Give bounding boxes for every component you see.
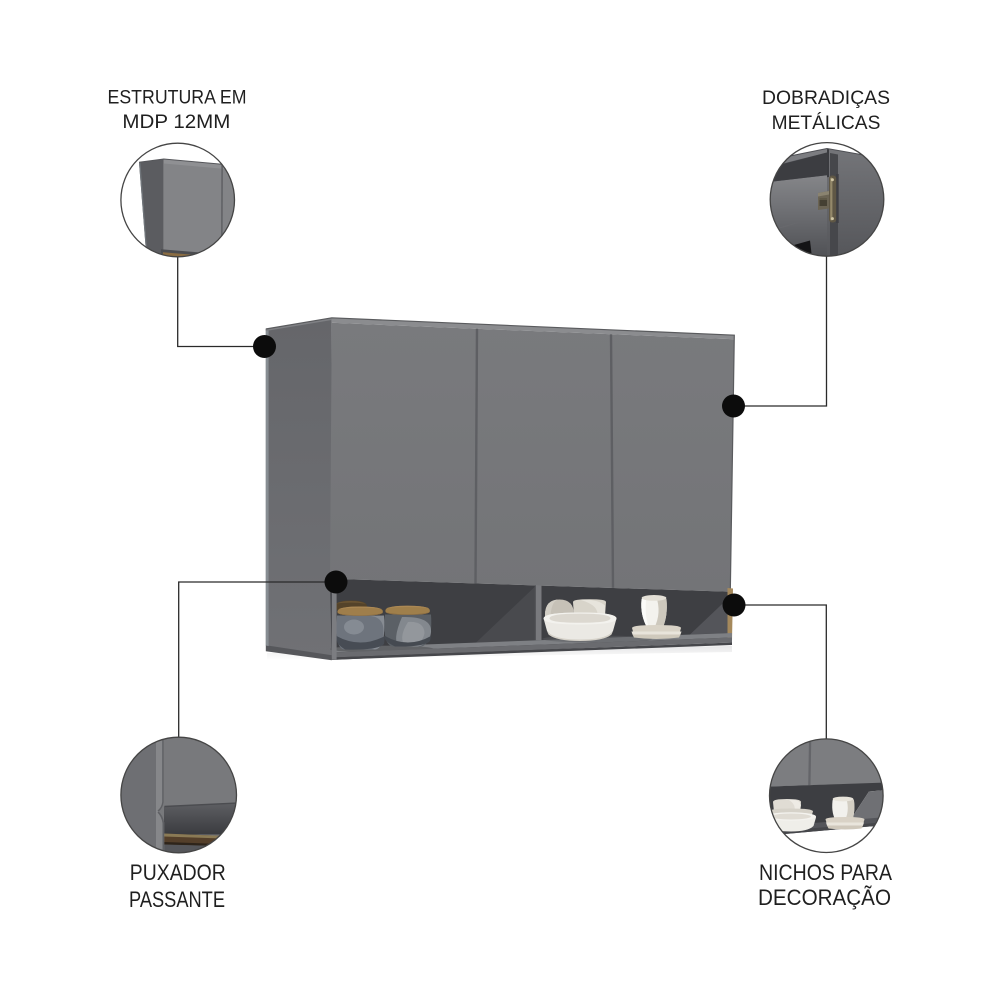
svg-text:METÁLICAS: METÁLICAS <box>772 111 881 134</box>
svg-text:NICHOS PARA: NICHOS PARA <box>759 860 892 885</box>
svg-text:MDP 12MM: MDP 12MM <box>122 111 230 133</box>
svg-text:ESTRUTURA EM: ESTRUTURA EM <box>108 86 247 108</box>
svg-text:PASSANTE: PASSANTE <box>129 887 225 912</box>
svg-text:DECORAÇÃO: DECORAÇÃO <box>758 885 891 910</box>
svg-text:PUXADOR: PUXADOR <box>130 860 226 885</box>
svg-text:DOBRADIÇAS: DOBRADIÇAS <box>762 87 890 109</box>
